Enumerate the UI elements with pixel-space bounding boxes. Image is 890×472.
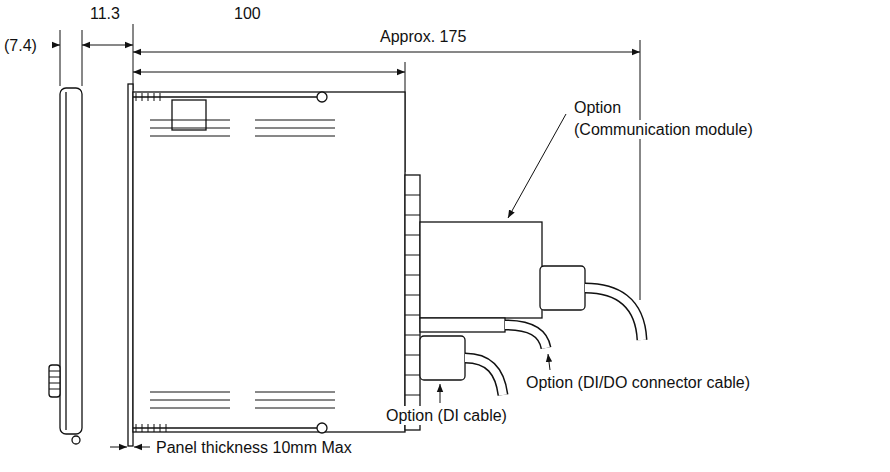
extension-line bbox=[82, 30, 83, 86]
dimension-line bbox=[52, 45, 60, 46]
dido-connector bbox=[420, 318, 505, 332]
front-bezel bbox=[60, 88, 82, 434]
dimension-label: (7.4) bbox=[2, 36, 39, 55]
callout-label: Option bbox=[572, 98, 623, 117]
cable bbox=[505, 325, 546, 348]
dimension-label: Panel thickness 10mm Max bbox=[154, 438, 354, 457]
extension-line bbox=[60, 30, 61, 86]
vent-slots bbox=[150, 120, 335, 408]
panel bbox=[128, 84, 133, 446]
extension-line bbox=[133, 24, 134, 90]
terminal-teeth bbox=[405, 195, 420, 415]
callout-label: Option (DI cable) bbox=[384, 406, 509, 425]
callout-label: Option (DI/DO connector cable) bbox=[524, 373, 752, 392]
terminal-strip bbox=[405, 175, 420, 430]
cable bbox=[585, 288, 642, 340]
cable bbox=[465, 358, 503, 395]
communication-module bbox=[420, 222, 542, 318]
extension-line bbox=[640, 40, 641, 300]
cable bbox=[505, 325, 546, 348]
front-foot bbox=[72, 436, 80, 444]
dimension-line bbox=[133, 72, 405, 73]
cable bbox=[465, 358, 503, 395]
dimension-label: 100 bbox=[232, 4, 263, 23]
module-connector bbox=[540, 266, 585, 310]
dimension-line bbox=[82, 45, 133, 46]
screw-head bbox=[317, 423, 327, 433]
callout-label: (Communication module) bbox=[572, 120, 755, 139]
di-connector bbox=[420, 336, 465, 380]
knob-ridges bbox=[49, 371, 60, 389]
dimension-arrow bbox=[134, 447, 150, 448]
knob bbox=[49, 365, 60, 397]
dimension-label: 11.3 bbox=[88, 4, 122, 23]
leader-arrow bbox=[548, 354, 550, 370]
screw-thread bbox=[136, 93, 166, 432]
bezel-edge bbox=[65, 92, 66, 430]
dimension-arrow bbox=[110, 447, 127, 448]
housing bbox=[133, 92, 405, 432]
mounting-screw bbox=[133, 96, 318, 97]
leader-arrow bbox=[508, 114, 566, 218]
dimension-line bbox=[133, 52, 640, 53]
cable bbox=[585, 288, 642, 340]
dimension-label: Approx. 175 bbox=[378, 27, 468, 46]
mounting-screw bbox=[133, 427, 318, 428]
mounting-bracket bbox=[172, 100, 206, 130]
leader-arrow bbox=[440, 384, 441, 403]
screw-head bbox=[317, 92, 327, 102]
